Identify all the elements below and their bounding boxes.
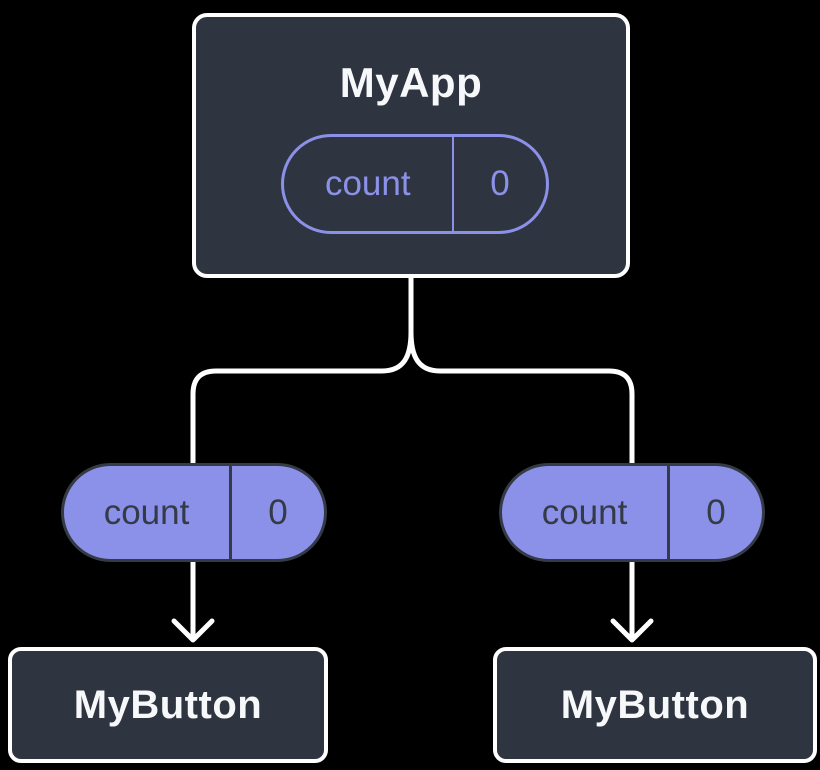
myapp-node-title: MyApp bbox=[339, 59, 483, 106]
pill-divider bbox=[451, 137, 454, 231]
prop-name-label: count bbox=[103, 492, 190, 532]
pill-divider bbox=[667, 466, 670, 559]
prop-value-label: 0 bbox=[268, 492, 288, 532]
arrowhead-down-left-icon bbox=[171, 618, 215, 643]
connector-branch-right bbox=[408, 274, 635, 469]
mybutton-node-title: MyButton bbox=[560, 682, 750, 727]
state-name-label: count bbox=[324, 164, 411, 203]
root-state-pill: count 0 bbox=[281, 134, 549, 234]
connector-branch-left bbox=[190, 274, 414, 469]
prop-value-label: 0 bbox=[706, 492, 726, 532]
mybutton-node-title: MyButton bbox=[73, 682, 263, 727]
state-value-label: 0 bbox=[490, 164, 510, 203]
prop-pill-left: count 0 bbox=[61, 463, 327, 562]
mybutton-node-left: MyButton bbox=[8, 647, 328, 763]
myapp-node: MyApp count 0 bbox=[192, 13, 630, 278]
prop-name-label: count bbox=[541, 492, 628, 532]
prop-pill-right: count 0 bbox=[499, 463, 765, 562]
arrowhead-down-right-icon bbox=[610, 618, 654, 643]
mybutton-node-right: MyButton bbox=[493, 647, 817, 763]
pill-divider bbox=[229, 466, 232, 559]
